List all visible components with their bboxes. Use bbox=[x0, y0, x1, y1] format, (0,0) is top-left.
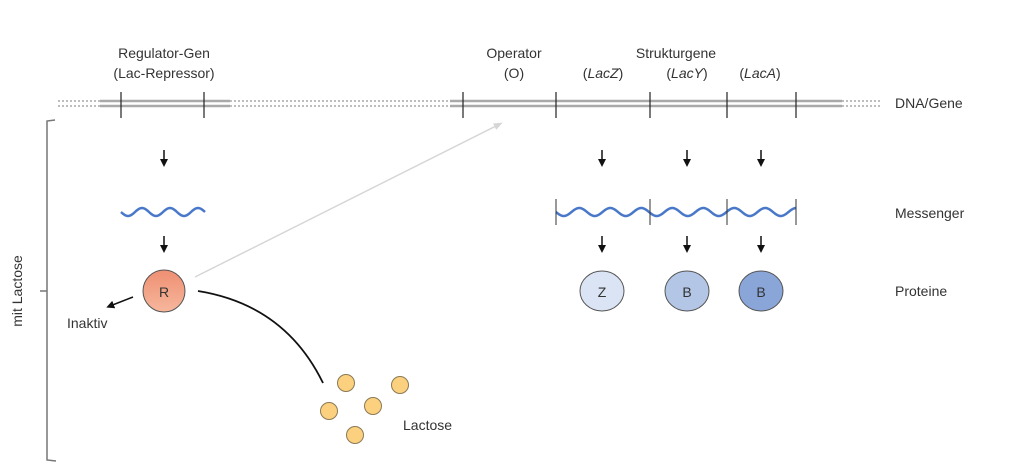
lactose-label: Lactose bbox=[403, 417, 452, 433]
lacy-label: (LacY) bbox=[666, 65, 707, 81]
laca-name: LacA bbox=[744, 65, 776, 81]
operator-sublabel: (O) bbox=[504, 65, 524, 81]
regulator-gene-sublabel: (Lac-Repressor) bbox=[113, 65, 214, 81]
repressor-protein: R bbox=[142, 269, 186, 313]
inactivation-arrow bbox=[106, 296, 134, 309]
structural-mrna bbox=[555, 206, 797, 218]
lactose-molecule bbox=[346, 426, 364, 444]
protein-lacy: B bbox=[664, 270, 710, 312]
lactose-molecule bbox=[320, 402, 338, 420]
inactive-label: Inaktiv bbox=[67, 315, 107, 331]
lactose-molecule bbox=[364, 397, 382, 415]
lacz-name: LacZ bbox=[587, 65, 619, 81]
lacy-name: LacY bbox=[671, 65, 705, 81]
regulator-mrna bbox=[120, 206, 206, 218]
laca-label: (LacA) bbox=[739, 65, 780, 81]
mrna-boundaries bbox=[555, 199, 797, 225]
proteins-row-label: Proteine bbox=[895, 283, 947, 299]
structural-genes-label: Strukturgene bbox=[636, 45, 716, 61]
lactose-condition-bracket bbox=[40, 119, 57, 462]
repressor-to-operator-arrow bbox=[194, 122, 503, 278]
lacz-label: (LacZ) bbox=[583, 65, 623, 81]
protein-lacz: Z bbox=[579, 270, 625, 312]
dna-row-label: DNA/Gene bbox=[895, 95, 963, 111]
messenger-row-label: Messenger bbox=[895, 205, 965, 221]
lactose-binding-curve bbox=[197, 290, 324, 384]
transcription-arrows bbox=[160, 150, 765, 167]
lactose-molecules bbox=[320, 374, 409, 444]
dna-strand bbox=[58, 92, 880, 118]
bracket-label: mit Lactose bbox=[9, 255, 25, 327]
protein-letter: B bbox=[682, 284, 691, 300]
lactose-molecule bbox=[337, 374, 355, 392]
repressor-letter: R bbox=[159, 284, 169, 300]
protein-laca: B bbox=[738, 270, 784, 312]
translation-arrows bbox=[160, 236, 765, 253]
protein-letter: Z bbox=[598, 284, 607, 300]
lactose-molecule bbox=[391, 376, 409, 394]
regulator-gene-label: Regulator-Gen bbox=[118, 45, 210, 61]
protein-letter: B bbox=[756, 284, 765, 300]
operator-label: Operator bbox=[486, 45, 542, 61]
